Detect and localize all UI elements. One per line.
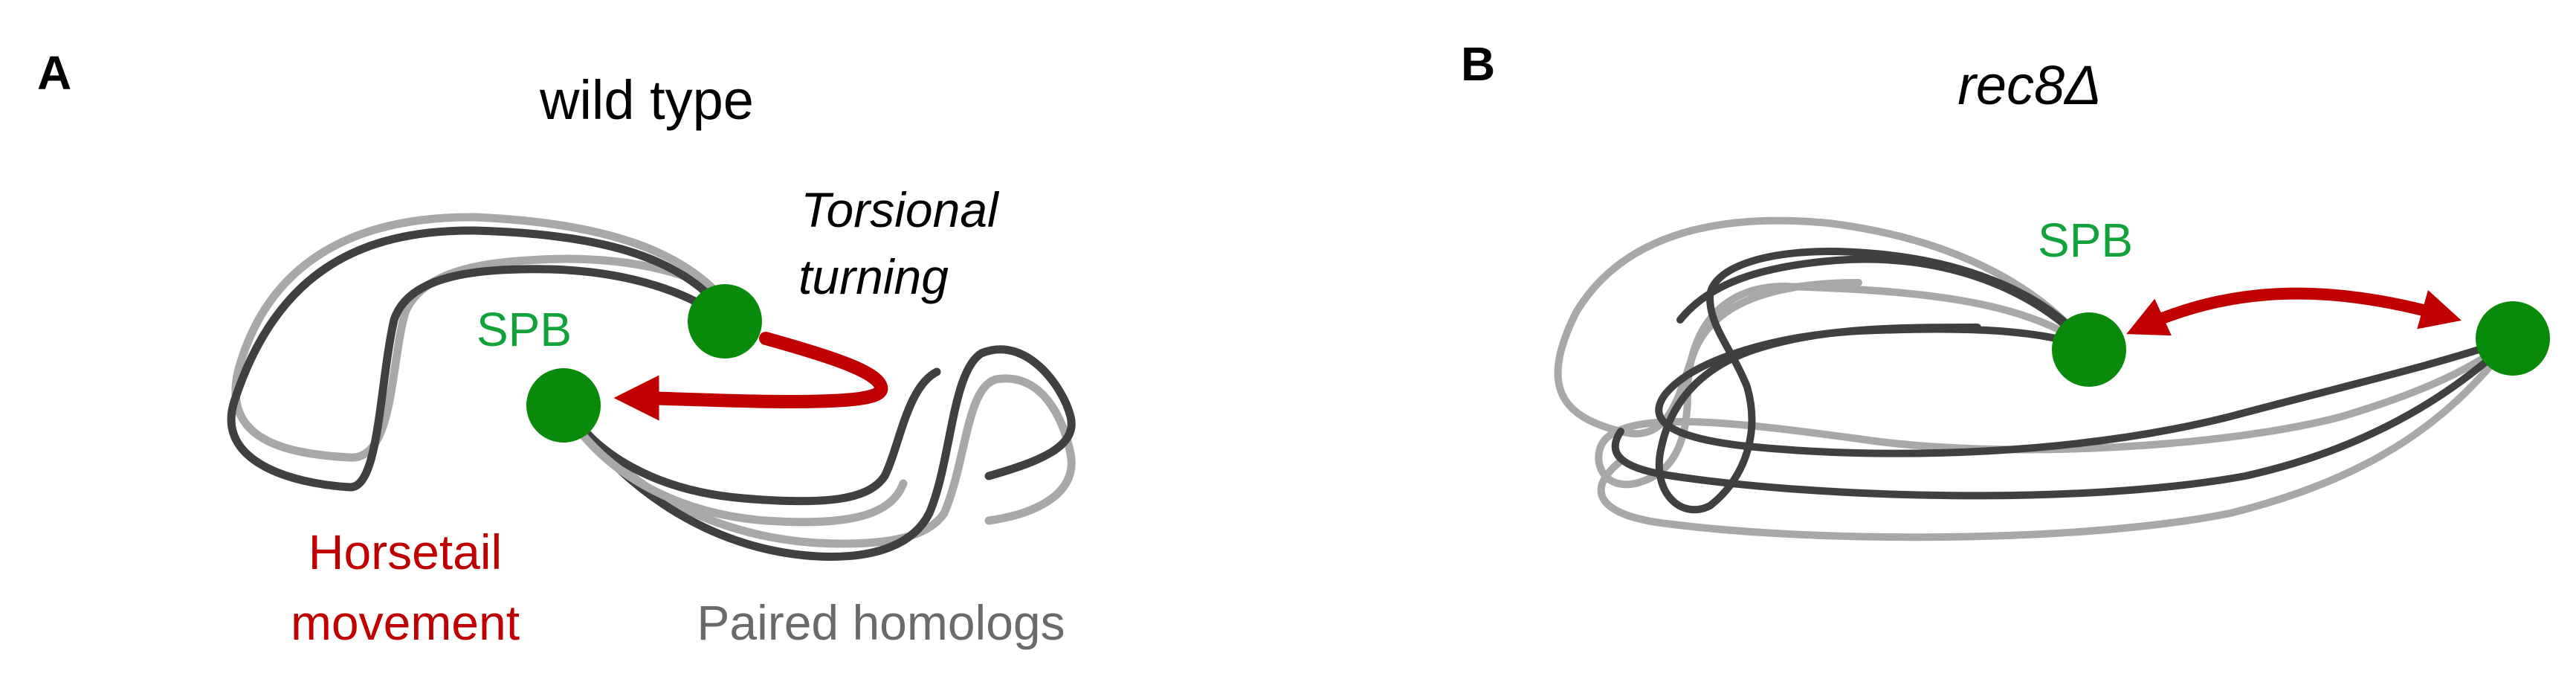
homolog-b-dark-2 bbox=[1655, 325, 2517, 457]
panel-a-title: wild type bbox=[539, 69, 754, 131]
homolog-b-light-3 bbox=[1597, 335, 2517, 541]
homolog-b-light-2 bbox=[1595, 283, 2517, 489]
spb-dot-b-right bbox=[2476, 301, 2550, 376]
panel-a-letter: A bbox=[37, 46, 71, 100]
spb-dot-upper bbox=[688, 284, 762, 359]
homolog-loop-light bbox=[562, 408, 908, 527]
spb-dot-b-left bbox=[2052, 312, 2126, 387]
homolog-b-dark-3 bbox=[1611, 335, 2517, 500]
torsional-label-line2: turning bbox=[798, 249, 949, 304]
torsional-label-line1: Torsional bbox=[801, 182, 1000, 237]
spb-movement-arrow bbox=[2126, 287, 2462, 336]
homolog-light bbox=[231, 213, 729, 462]
homolog-loops bbox=[561, 367, 941, 527]
homologs-label: Paired homologs bbox=[697, 595, 1065, 650]
panel-b-title: rec8Δ bbox=[1957, 54, 2102, 116]
unpaired-homologs bbox=[1554, 216, 2517, 541]
spb-label-a: SPB bbox=[477, 303, 572, 356]
spb-label-b: SPB bbox=[2038, 213, 2133, 267]
spb-dot-lower bbox=[526, 368, 601, 443]
panel-b-letter: B bbox=[1461, 37, 1495, 91]
homolog-dark-lower bbox=[561, 345, 1076, 561]
horsetail-label-line2: movement bbox=[291, 595, 520, 650]
horsetail-arrow bbox=[613, 332, 888, 421]
homolog-dark bbox=[227, 226, 729, 492]
homolog-loop-dark bbox=[561, 367, 941, 506]
panel-a: A wild type SPB Torsional turning Horset… bbox=[37, 46, 1076, 650]
homolog-b-dark-4 bbox=[1676, 255, 2093, 352]
paired-homologs bbox=[227, 213, 1076, 561]
horsetail-label-line1: Horsetail bbox=[309, 524, 502, 579]
panel-b: B rec8Δ SPB bbox=[1461, 37, 2550, 541]
homolog-light-lower bbox=[561, 374, 1076, 548]
